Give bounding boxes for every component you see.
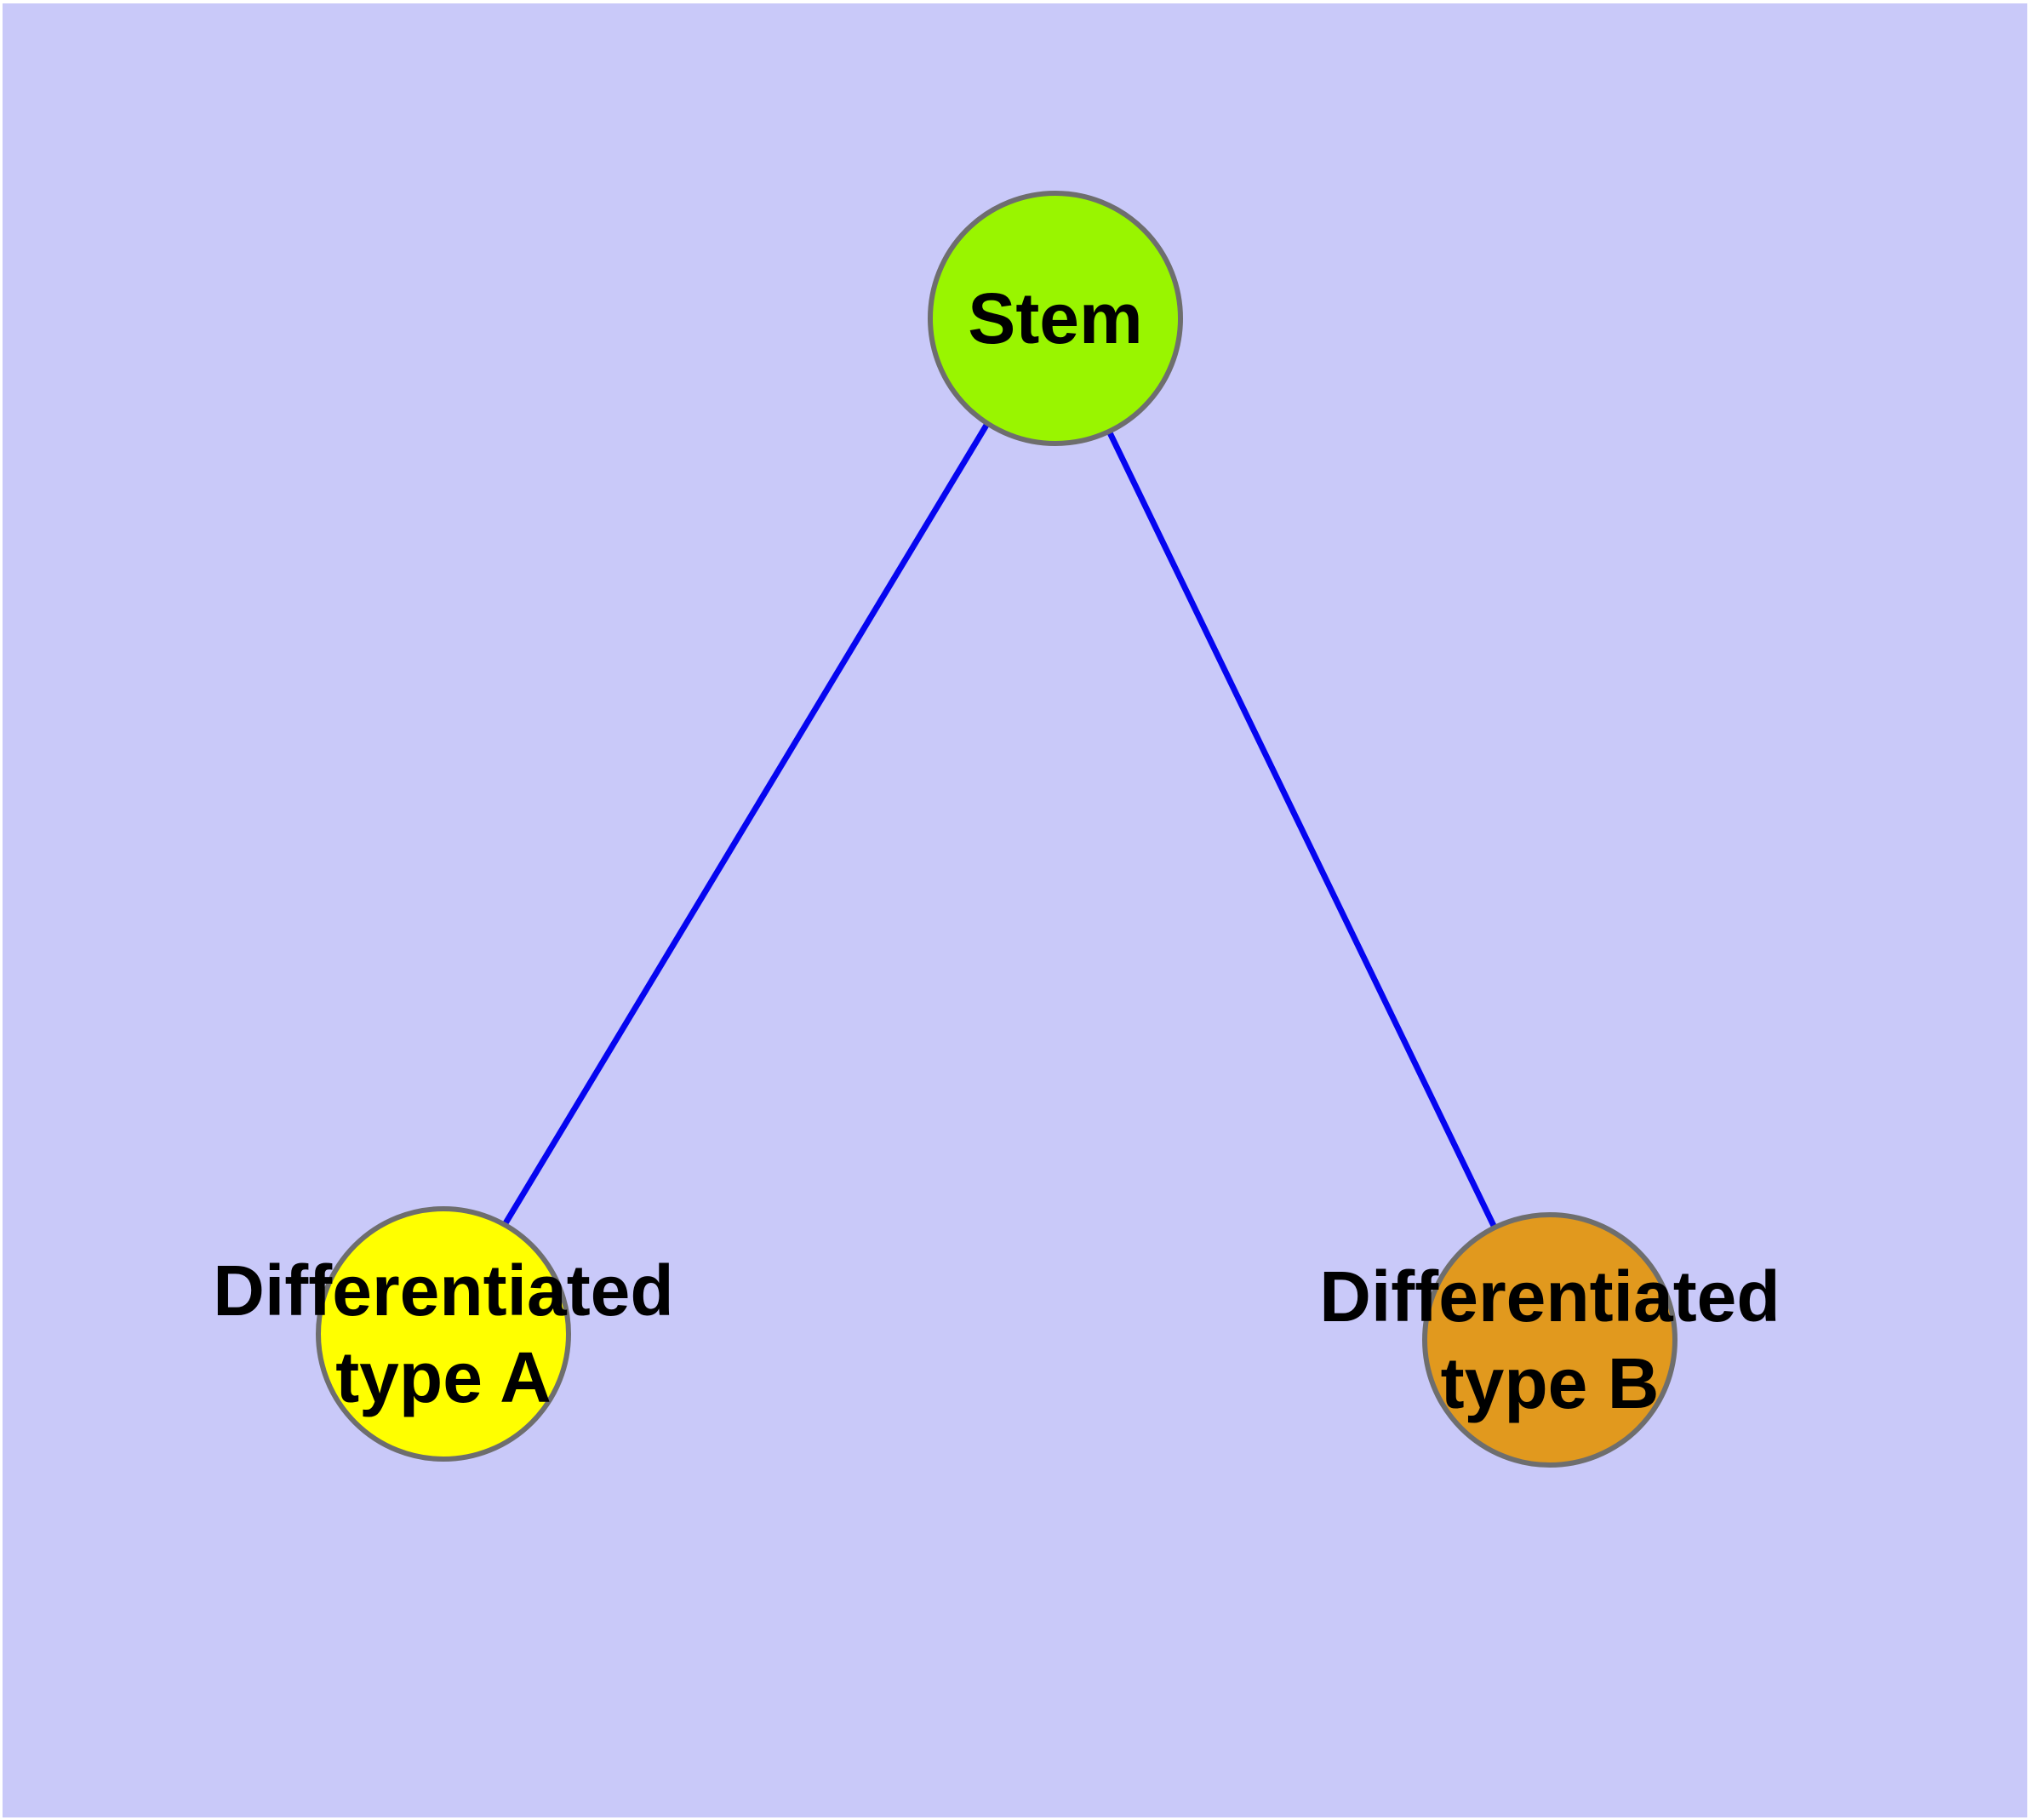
edge-stem-to-type-b [1049,313,1551,1338]
node-differentiated-type-b-label: Differentiated type B [1319,1256,1780,1423]
edge-layer [438,313,1551,1338]
node-differentiated-type-a: Differentiated type A [213,1206,674,1462]
edge-stem-to-type-a [438,313,1055,1332]
node-differentiated-type-a-label: Differentiated type A [213,1251,674,1417]
node-differentiated-type-b: Differentiated type B [1319,1212,1780,1468]
plot-background: Stem Differentiated type A Differentiate… [3,3,2027,1817]
node-stem: Stem [928,191,1183,446]
node-stem-label: Stem [968,278,1143,358]
